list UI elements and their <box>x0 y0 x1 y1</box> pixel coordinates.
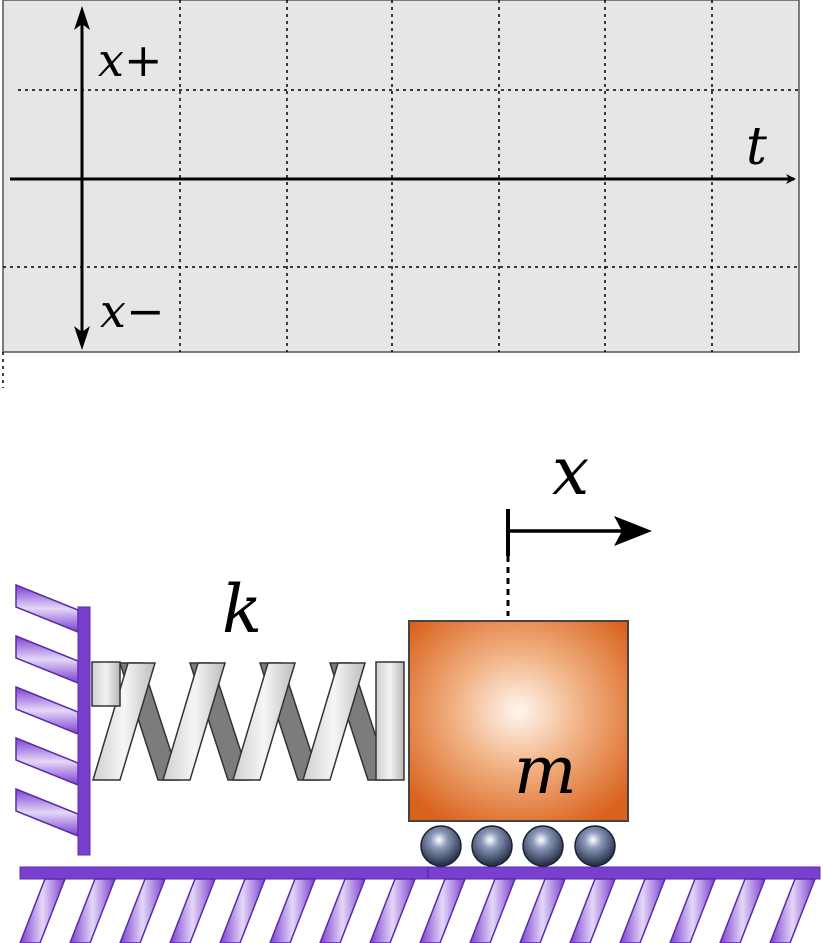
wall-stripe <box>15 634 79 685</box>
floor-stripe <box>669 878 717 943</box>
floor <box>19 866 821 943</box>
floor-stripe <box>719 878 767 943</box>
graph-grid <box>2 0 799 388</box>
spring-coil-front <box>231 662 297 781</box>
spring-coil-front <box>161 662 227 781</box>
floor-stripe <box>369 878 417 943</box>
spring-constant-label: k <box>222 571 262 648</box>
wheel <box>522 825 564 867</box>
wall-stripe <box>15 685 79 736</box>
wall-stripe <box>15 787 79 838</box>
floor-plate <box>19 866 821 880</box>
x-negative-label: x− <box>100 284 165 338</box>
displacement-axis-arrow-down <box>74 326 90 350</box>
wheel <box>471 825 513 867</box>
floor-stripe <box>69 878 117 943</box>
displacement-time-graph: x+ x− t <box>2 0 800 388</box>
spring <box>91 661 405 781</box>
time-axis-label: t <box>746 117 767 177</box>
floor-stripe <box>619 878 667 943</box>
floor-stripe <box>319 878 367 943</box>
floor-stripe <box>569 878 617 943</box>
spring-end-cap-right <box>375 661 405 781</box>
spring-coil-front <box>301 662 367 781</box>
displacement-indicator <box>506 509 652 616</box>
wheels <box>420 825 616 867</box>
floor-stripe <box>269 878 317 943</box>
floor-stripe <box>419 878 467 943</box>
wall-stripe <box>15 583 79 634</box>
mass-block <box>408 620 629 822</box>
floor-stripe <box>119 878 167 943</box>
displacement-axis-arrow-up <box>74 6 90 30</box>
graph-background <box>2 0 800 353</box>
wheel <box>574 825 616 867</box>
floor-hatching <box>19 878 817 943</box>
spring-coil-front <box>91 662 157 781</box>
floor-stripe <box>519 878 567 943</box>
wall-hatching <box>15 583 79 838</box>
displacement-arrow-head <box>614 516 652 546</box>
spring-front-coils <box>91 662 367 781</box>
floor-stripe <box>469 878 517 943</box>
mass-label: m <box>514 732 577 809</box>
mass-spring-system: x k m <box>15 433 821 943</box>
wall <box>15 583 91 856</box>
displacement-label: x <box>552 433 589 510</box>
floor-stripe <box>169 878 217 943</box>
wall-stripe <box>15 736 79 787</box>
spring-end-cap-left <box>91 661 121 707</box>
x-positive-label: x+ <box>98 33 163 87</box>
floor-stripe <box>769 878 817 943</box>
wall-plate <box>77 606 91 856</box>
wheel <box>420 825 462 867</box>
floor-stripe <box>219 878 267 943</box>
floor-stripe <box>19 878 67 943</box>
